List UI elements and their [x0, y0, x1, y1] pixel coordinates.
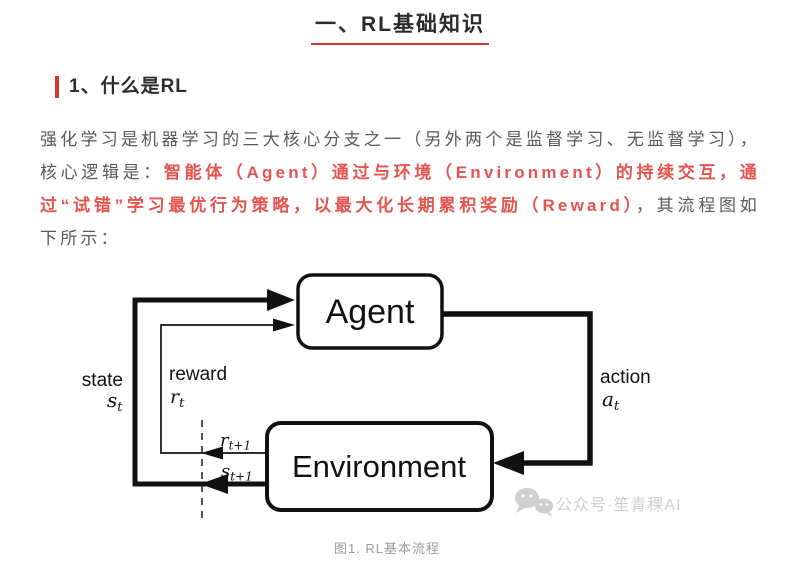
action-label: action — [600, 367, 651, 388]
environment-box — [265, 421, 494, 512]
agent-box — [296, 273, 444, 350]
title-row: 一、RL基础知识 — [0, 0, 800, 45]
state-arrow-path — [132, 297, 269, 487]
next-reward-symbol: rt+1 — [220, 430, 251, 453]
environment-label: Environment — [292, 449, 466, 484]
intro-paragraph: 强化学习是机器学习的三大核心分支之一（另外两个是监督学习、无监督学习），核心逻辑… — [40, 123, 760, 255]
state-symbol: st — [107, 388, 123, 415]
section-heading: 1、什么是RL — [55, 76, 800, 98]
wechat-icon — [515, 488, 553, 517]
next-state-symbol: st+1 — [221, 461, 253, 484]
agent-label: Agent — [326, 293, 415, 331]
reward-symbol: rt — [170, 386, 185, 411]
watermark-text: 公众号·笙青稞AI — [556, 496, 681, 514]
paragraph-highlight: 智能体（Agent）通过与环境（Environment）的持续交互，通过“试错”… — [40, 163, 761, 215]
rl-flow-figure: Agent Environment state st reward rt act… — [0, 257, 800, 557]
action-symbol: at — [602, 387, 620, 414]
next-state-arrowhead-icon — [200, 474, 228, 494]
next-reward-arrowhead-icon — [201, 446, 223, 460]
state-label: state — [82, 370, 123, 391]
reward-arrowhead-icon — [273, 318, 295, 332]
watermark: 公众号·笙青稞AI — [515, 488, 681, 517]
paragraph-text-lead: 强化学习是机器学习的三大核心分支之一（另外两个是监督学习、无监督学习），核心逻辑… — [40, 130, 760, 182]
paragraph-text-tail: ，其流程图如下所示： — [40, 196, 760, 248]
figure-caption: 图1. RL基本流程 — [333, 541, 441, 556]
reward-label: reward — [169, 364, 227, 385]
rl-flow-diagram: Agent Environment state st reward rt act… — [82, 273, 681, 518]
action-arrowhead-icon — [493, 451, 524, 475]
page-title: 一、RL基础知识 — [311, 12, 489, 45]
action-arrow-path — [442, 311, 593, 466]
state-arrowhead-icon — [267, 289, 295, 311]
